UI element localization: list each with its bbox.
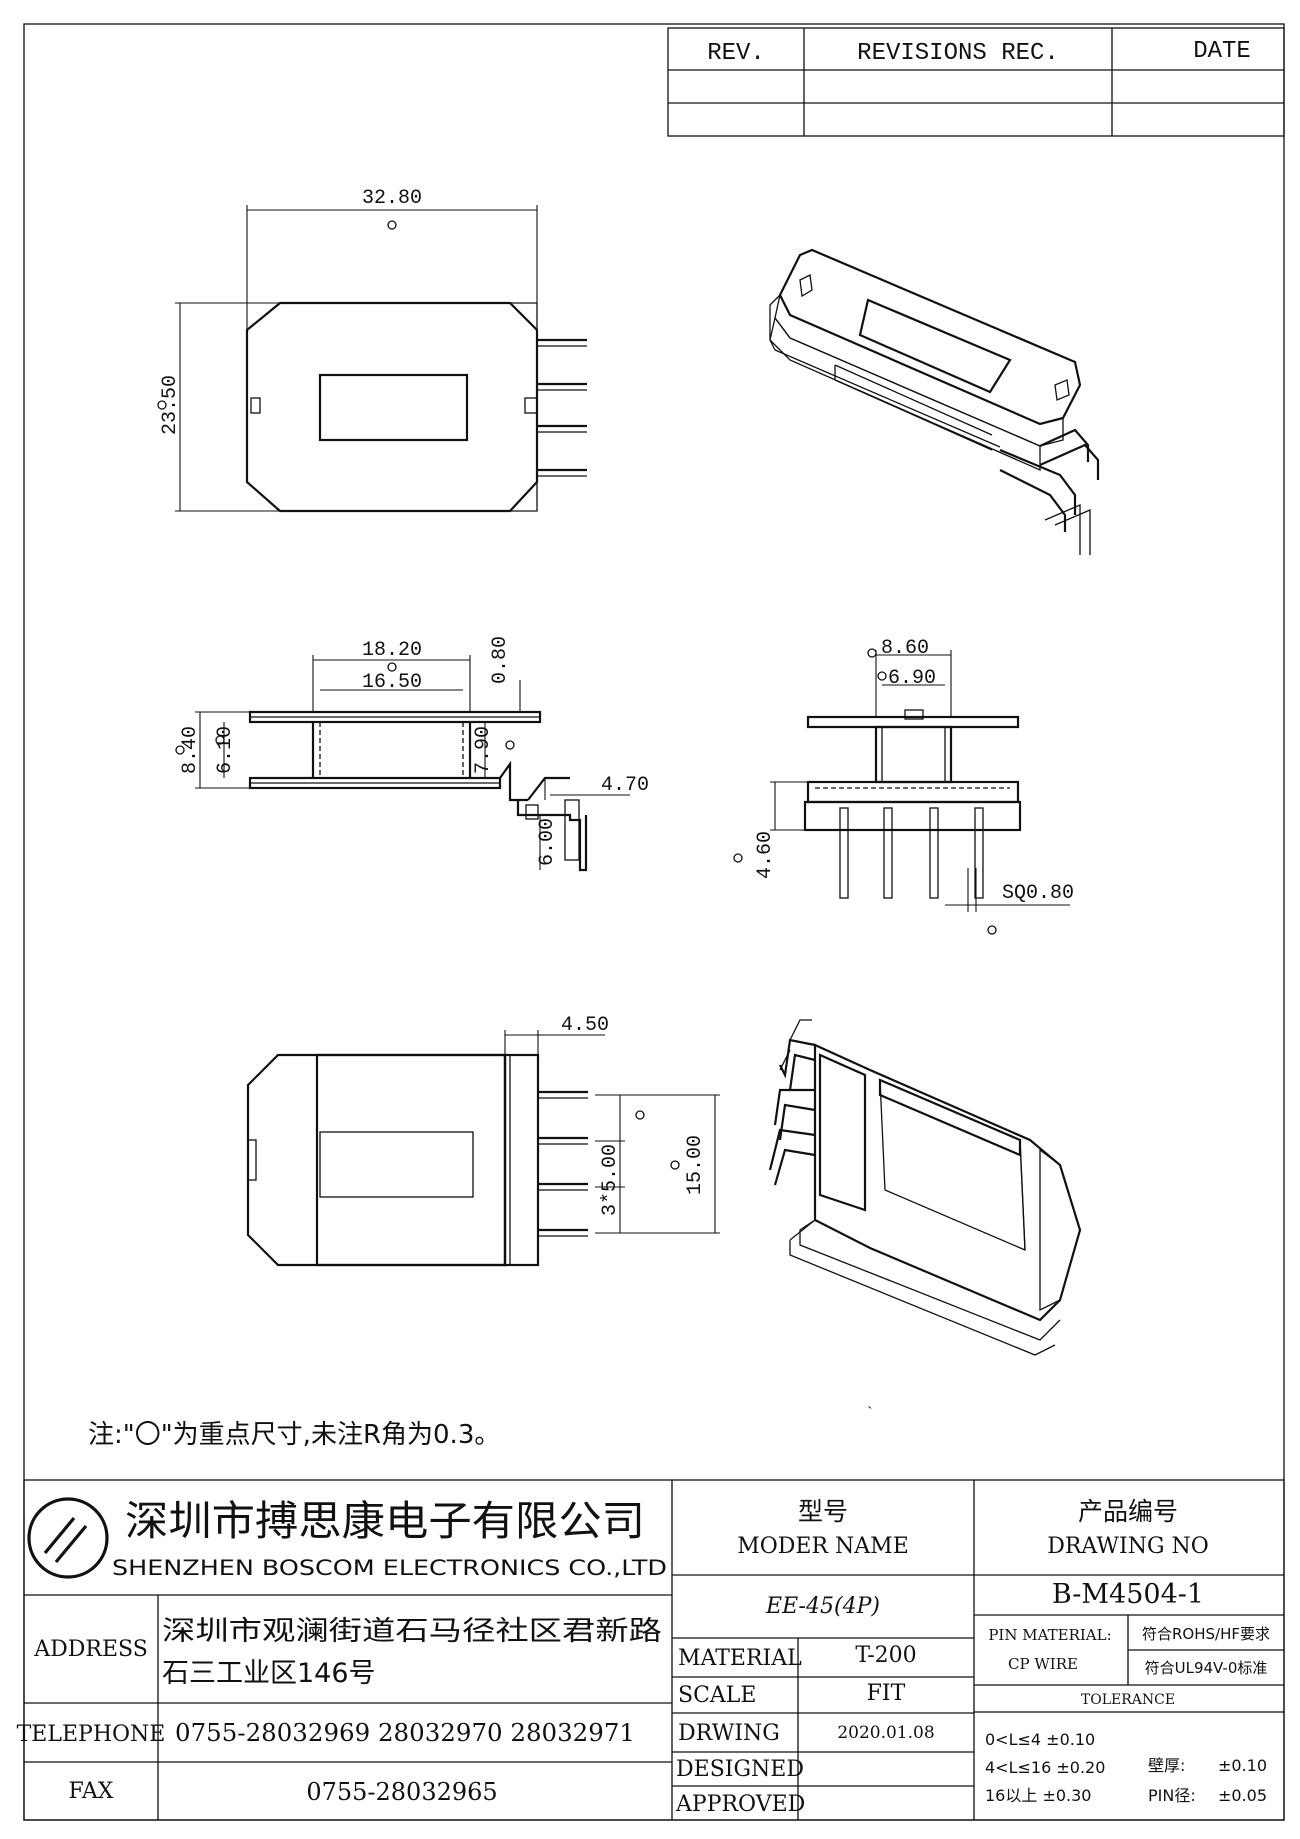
dim-top-height: 23.50 xyxy=(159,375,182,435)
tolerance-range-2: 4<L≤16 ±0.20 xyxy=(985,1758,1105,1777)
dim-side-outer-width: 18.20 xyxy=(362,639,422,662)
tolerance-range-3: 16以上 ±0.30 xyxy=(985,1786,1091,1805)
material-label: MATERIAL xyxy=(678,1646,802,1671)
dim-side-inner-height: 6.10 xyxy=(214,726,237,774)
dim-end-inner-width: 6.90 xyxy=(888,667,936,690)
pin-diameter-value: ±0.05 xyxy=(1218,1786,1267,1805)
dim-end-outer-width: 8.60 xyxy=(881,637,929,660)
wall-thickness-label: 壁厚: xyxy=(1148,1756,1185,1775)
dim-side-total-height: 8.40 xyxy=(179,726,202,774)
isometric-pins-1 xyxy=(999,428,1100,555)
top-view: 32.80 23.50 xyxy=(157,187,587,513)
drawing-date: 2020.01.08 xyxy=(837,1723,934,1743)
dim-bottom-flange-width: 4.50 xyxy=(561,1014,609,1037)
material-value: T-200 xyxy=(855,1643,916,1668)
rev-header: REV. xyxy=(707,40,765,67)
dim-pin-pitch: 3*5.00 xyxy=(599,1144,622,1216)
dim-side-inner-width: 16.50 xyxy=(362,671,422,694)
drawing-no-value: B-M4504-1 xyxy=(1052,1579,1204,1610)
company-logo-icon xyxy=(27,1497,109,1579)
revision-table: REV. REVISIONS REC. DATE xyxy=(667,27,1285,137)
company-name-en: SHENZHEN BOSCOM ELECTRONICS CO.,LTD xyxy=(112,1556,667,1580)
dim-base-height: 4.60 xyxy=(754,831,777,879)
revisions-header: REVISIONS REC. xyxy=(857,40,1059,67)
drawing-note: 注:"〇"为重点尺寸,未注R角为0.3。 xyxy=(88,1420,500,1450)
model-label-cn: 型号 xyxy=(798,1497,848,1526)
drawing-no-label-en: DRAWING NO xyxy=(1047,1534,1209,1559)
scale-label: SCALE xyxy=(678,1683,756,1708)
dim-pin-square: SQ0.80 xyxy=(1002,882,1074,905)
fax-label: FAX xyxy=(69,1779,114,1804)
top-view-pins xyxy=(537,338,587,477)
bottom-view: 4.50 3*5.00 15.00 xyxy=(246,1014,720,1267)
fax-value: 0755-28032965 xyxy=(306,1778,497,1806)
svg-text:`: ` xyxy=(865,1405,875,1423)
dim-pin-offset: 4.70 xyxy=(601,774,649,797)
side-view: 18.20 16.50 0.80 8.40 6.10 7.90 4.70 6.0… xyxy=(175,636,649,872)
dim-flange-thickness: 0.80 xyxy=(489,636,512,684)
wall-thickness-value: ±0.10 xyxy=(1218,1756,1267,1775)
dim-side-window-height: 7.90 xyxy=(472,726,495,774)
bottom-view-pins xyxy=(538,1090,588,1237)
isometric-pins-2 xyxy=(768,1019,816,1186)
designed-label: DESIGNED xyxy=(676,1757,804,1782)
dim-pin-length: 6.00 xyxy=(536,818,559,866)
pin-material-label: PIN MATERIAL: xyxy=(988,1626,1111,1644)
title-block: 深圳市搏思康电子有限公司 SHENZHEN BOSCOM ELECTRONICS… xyxy=(17,1479,1285,1821)
date-header: DATE xyxy=(1193,38,1251,65)
pin-diameter-label: PIN径: xyxy=(1148,1786,1196,1805)
pin-material-value: 符合ROHS/HF要求 xyxy=(1142,1625,1270,1643)
address-line-2: 石三工业区146号 xyxy=(162,1658,376,1689)
end-view: 8.60 6.90 4.60 SQ0.80 xyxy=(733,637,1074,935)
company-name-cn: 深圳市搏思康电子有限公司 xyxy=(125,1497,645,1545)
address-label: ADDRESS xyxy=(33,1637,148,1662)
telephone-label: TELEPHONE xyxy=(17,1722,166,1747)
model-value: EE-45(4P) xyxy=(765,1594,880,1619)
tolerance-range-1: 0<L≤4 ±0.10 xyxy=(985,1730,1095,1749)
drawing-label: DRWING xyxy=(678,1721,780,1746)
cp-wire-value: 符合UL94V-0标准 xyxy=(1145,1659,1268,1677)
address-line-1: 深圳市观澜街道石马径社区君新路 xyxy=(162,1616,662,1647)
isometric-view-bottom: ` xyxy=(768,1019,1082,1423)
telephone-value: 0755-28032969 28032970 28032971 xyxy=(175,1719,635,1747)
model-label-en: MODER NAME xyxy=(737,1534,909,1559)
approved-label: APPROVED xyxy=(675,1792,805,1817)
dim-top-width: 32.80 xyxy=(362,187,422,210)
cp-wire-label: CP WIRE xyxy=(1008,1655,1078,1673)
tolerance-label: TOLERANCE xyxy=(1081,1692,1175,1708)
drawing-no-label-cn: 产品编号 xyxy=(1078,1497,1178,1526)
scale-value: FIT xyxy=(867,1681,906,1706)
isometric-view-top xyxy=(769,248,1100,555)
end-view-pins xyxy=(839,807,984,899)
dim-pin-span: 15.00 xyxy=(684,1135,707,1195)
